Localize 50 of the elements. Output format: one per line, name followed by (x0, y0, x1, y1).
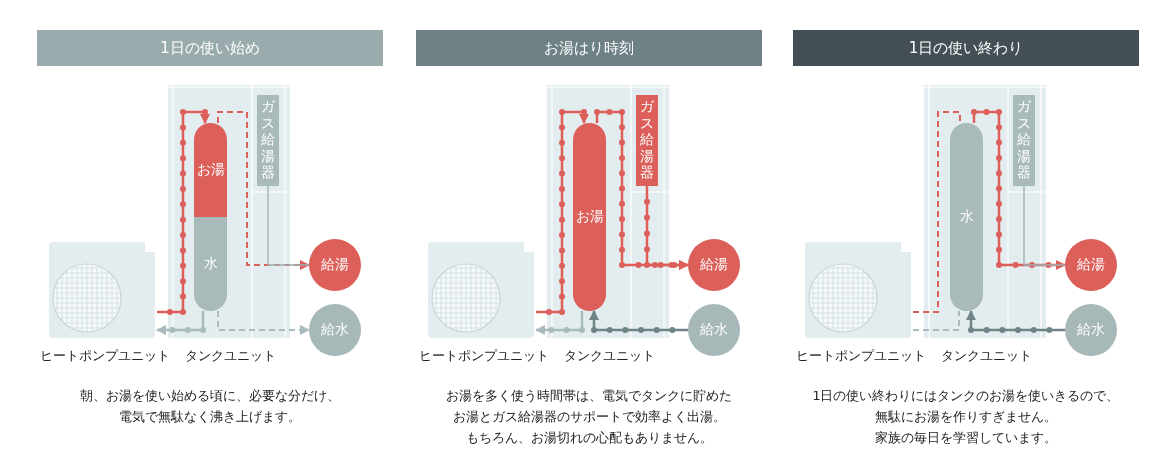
pipe-arrow (217, 111, 310, 270)
pipe-arrow (156, 311, 206, 335)
pipe-arrow (966, 310, 1065, 333)
pipe-line (912, 111, 961, 313)
gas-heater-box (257, 95, 279, 186)
storage-tank (194, 123, 227, 311)
tank-label: 水 (202, 255, 219, 273)
gas-heater-box (636, 95, 658, 186)
caption-text: 1日の使い終わりにはタンクのお湯を使いきるので、 (811, 388, 1121, 405)
pipe-arrow (157, 109, 210, 315)
cold-water-circle: 給水 (1065, 304, 1117, 356)
unit-caption: タンクユニット (185, 347, 276, 365)
hot-water-circle: 給湯 (309, 239, 361, 291)
cold-water-circle: 給水 (309, 304, 361, 356)
pipe-arrow (589, 310, 688, 333)
gas-heater-box (1013, 95, 1035, 186)
unit-caption: ヒートポンプユニット (40, 347, 170, 365)
caption-text: もちろん、お湯切れの心配もありません。 (464, 430, 714, 447)
unit-caption: ヒートポンプユニット (419, 347, 549, 365)
section-header-bar: お湯はり時刻 (416, 30, 762, 66)
hot-water-circle: 給湯 (1065, 239, 1117, 291)
caption-text: 家族の毎日を学習しています。 (874, 430, 1058, 447)
hot-water-circle: 給湯 (688, 239, 740, 291)
pipe-arrow (644, 186, 688, 270)
pipe-line (1023, 185, 1066, 266)
gas-heater-label: ガス給湯器 (260, 98, 277, 181)
cold-water-circle: 給水 (688, 304, 740, 356)
unit-caption: タンクユニット (941, 347, 1032, 365)
storage-tank (573, 123, 606, 311)
tank-label: お湯 (195, 161, 226, 179)
storage-tank (950, 123, 983, 311)
pipe-line (912, 310, 960, 331)
unit-caption: ヒートポンプユニット (796, 347, 926, 365)
tank-label: 水 (958, 208, 975, 226)
pipe-arrow (535, 311, 585, 335)
section-header-bar: 1日の使い終わり (793, 30, 1139, 66)
unit-caption: タンクユニット (564, 347, 655, 365)
caption-text: 朝、お湯を使い始める頃に、必要な分だけ、 (79, 388, 341, 405)
gas-heater-label: ガス給湯器 (1016, 98, 1033, 181)
caption-text: 電気で無駄なく沸き上げます。 (118, 409, 302, 426)
pipe-line (267, 185, 310, 266)
tank-label: お湯 (574, 208, 605, 226)
pipe-arrow (217, 310, 310, 335)
pipe-arrow (536, 109, 589, 315)
gas-heater-label: ガス給湯器 (639, 98, 656, 181)
section-header-bar: 1日の使い始め (37, 30, 383, 66)
caption-text: 無駄にお湯を作りすぎません。 (874, 409, 1058, 426)
caption-text: お湯とガス給湯器のサポートで効率よく出湯。 (451, 409, 727, 426)
caption-text: お湯を多く使う時間帯は、電気でタンクに貯めた (445, 388, 733, 405)
pipe-arrow (971, 109, 1065, 270)
